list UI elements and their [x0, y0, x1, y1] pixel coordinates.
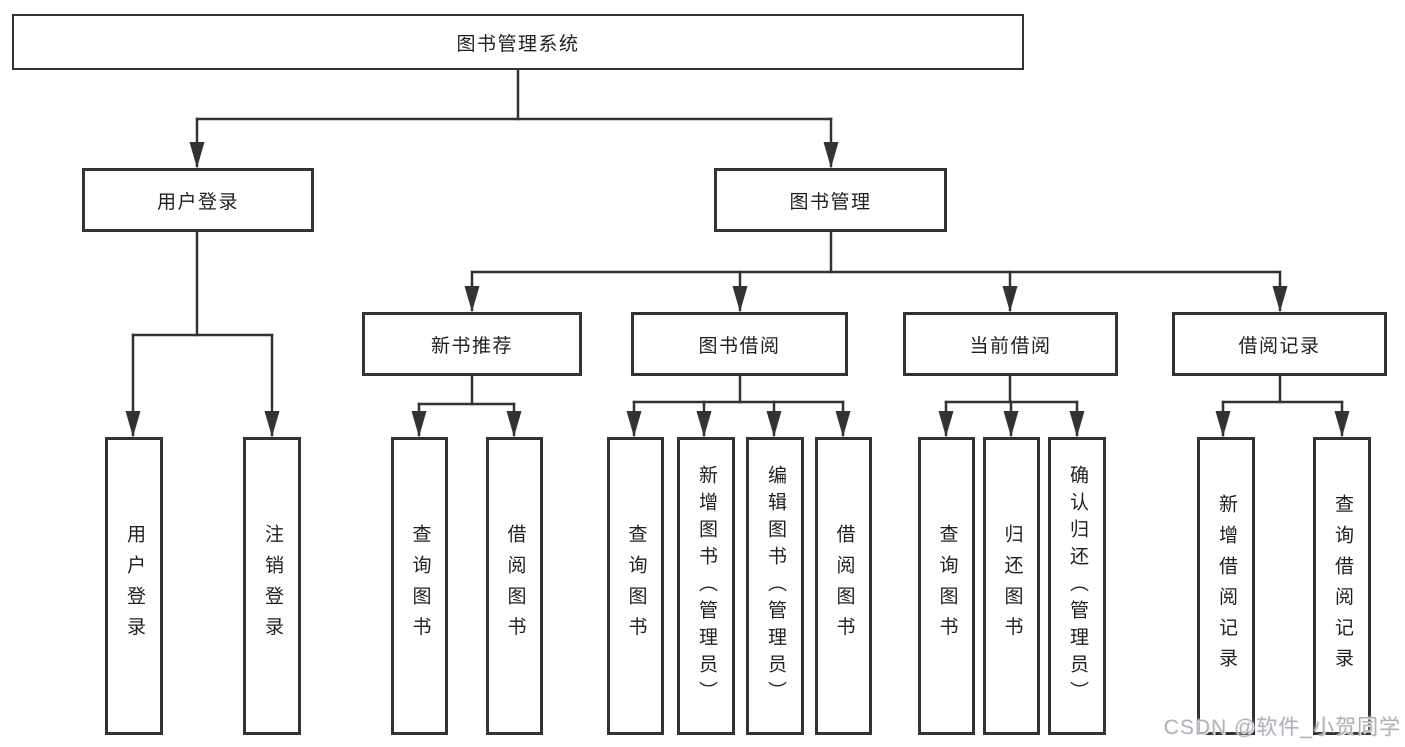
- leaf-label: 用户登录: [123, 524, 145, 648]
- leaf-borrowing-query-books: 查询图书: [607, 437, 664, 735]
- leaf-records-query-record: 查询借阅记录: [1313, 437, 1371, 735]
- leaf-logout: 注销登录: [243, 437, 301, 735]
- node-label: 图书借阅: [698, 335, 781, 357]
- node-label: 图书管理系统: [456, 33, 580, 55]
- leaf-label: 借阅图书: [504, 524, 526, 648]
- leaf-label: 查询图书: [625, 524, 647, 648]
- leaf-borrowing-edit-books: 编辑图书（管理员）: [746, 437, 804, 735]
- node-library-management-system: 图书管理系统: [12, 14, 1024, 70]
- node-label: 当前借阅: [969, 335, 1052, 357]
- leaf-current-return-books: 归还图书: [983, 437, 1040, 735]
- leaf-label: 查询图书: [936, 524, 958, 648]
- node-label: 图书管理: [789, 191, 872, 213]
- leaf-label: 确认归还（管理员）: [1066, 464, 1088, 708]
- leaf-borrowing-borrow-books: 借阅图书: [815, 437, 872, 735]
- leaf-label: 注销登录: [261, 524, 283, 648]
- node-new-book-recommend: 新书推荐: [362, 312, 582, 376]
- node-book-borrowing: 图书借阅: [631, 312, 848, 376]
- leaf-current-confirm-return: 确认归还（管理员）: [1048, 437, 1106, 735]
- node-label: 用户登录: [156, 191, 239, 213]
- leaf-label: 查询图书: [409, 524, 431, 648]
- leaf-recommend-borrow-books: 借阅图书: [486, 437, 543, 735]
- node-label: 借阅记录: [1238, 335, 1321, 357]
- node-user-login: 用户登录: [82, 168, 314, 232]
- leaf-current-query-books: 查询图书: [918, 437, 975, 735]
- leaf-records-add-record: 新增借阅记录: [1197, 437, 1255, 735]
- node-book-management: 图书管理: [714, 168, 947, 232]
- watermark: CSDN @软件_小贺同学: [1163, 716, 1401, 739]
- leaf-label: 新增图书（管理员）: [695, 464, 717, 708]
- node-label: 新书推荐: [430, 335, 513, 357]
- leaf-label: 归还图书: [1001, 524, 1023, 648]
- leaf-borrowing-add-books: 新增图书（管理员）: [677, 437, 735, 735]
- leaf-label: 新增借阅记录: [1215, 493, 1237, 679]
- node-borrowing-records: 借阅记录: [1172, 312, 1387, 376]
- leaf-recommend-query-books: 查询图书: [391, 437, 448, 735]
- leaf-label: 借阅图书: [833, 524, 855, 648]
- leaf-label: 查询借阅记录: [1331, 493, 1353, 679]
- leaf-label: 编辑图书（管理员）: [764, 464, 786, 708]
- leaf-user-login: 用户登录: [105, 437, 163, 735]
- node-current-borrowing: 当前借阅: [903, 312, 1118, 376]
